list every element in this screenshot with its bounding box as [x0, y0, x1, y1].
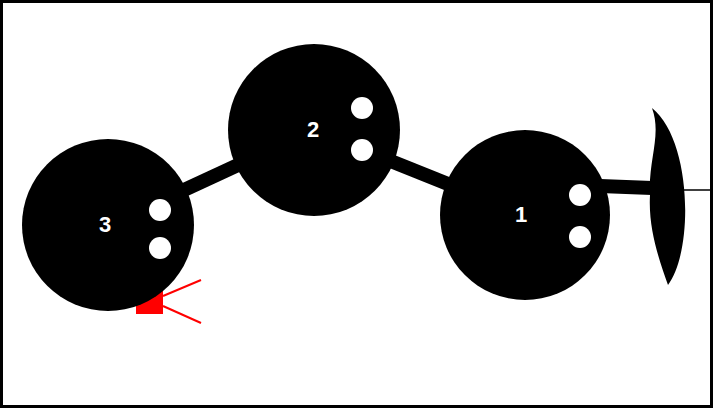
arm-link [392, 161, 448, 184]
joint-circle: 1 [440, 130, 610, 300]
joint-number: 3 [99, 214, 111, 236]
white-dot [351, 97, 373, 119]
circle-fill [440, 130, 610, 300]
circle-fill [228, 44, 400, 216]
dish-shape [650, 108, 685, 285]
arm-link [184, 165, 237, 190]
signal-line [678, 189, 713, 191]
view-line [163, 306, 201, 323]
white-dot [149, 237, 171, 259]
joint-number: 1 [515, 204, 527, 226]
white-dot [149, 199, 171, 221]
white-dot [569, 184, 591, 206]
white-dot [351, 139, 373, 161]
arm-link [600, 186, 652, 188]
circle-fill [22, 139, 194, 311]
joint-circle: 2 [228, 44, 400, 216]
link-line [392, 161, 448, 184]
joint-circle: 3 [22, 139, 194, 311]
white-dot [569, 226, 591, 248]
joint-number: 2 [307, 119, 319, 141]
link-line [184, 165, 237, 190]
